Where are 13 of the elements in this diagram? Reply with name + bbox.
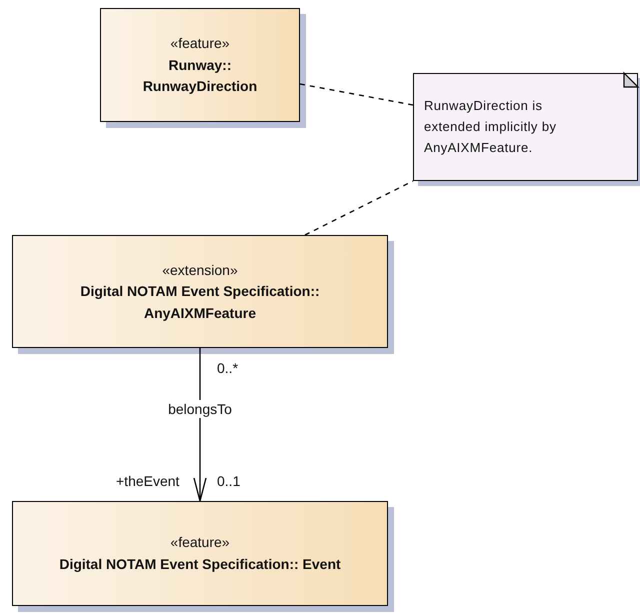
stereotype-label: «feature» xyxy=(170,533,230,552)
stereotype-label: «extension» xyxy=(162,260,238,280)
note-text: RunwayDirection is extended implicitly by AnyAIXMFeature. xyxy=(424,97,558,157)
class-name: Digital NOTAM Event Specification:: Event xyxy=(59,554,341,574)
multiplicity-label: +theEvent xyxy=(116,472,180,490)
association-arrow xyxy=(193,348,207,502)
class-name: Digital NOTAM Event Specification:: AnyAIXMFeature xyxy=(79,282,321,323)
class-name: Runway:: RunwayDirection xyxy=(142,56,258,96)
note-link xyxy=(300,83,414,106)
multiplicity-label: 0..* xyxy=(217,359,238,377)
multiplicity-label: 0..1 xyxy=(217,472,240,490)
stereotype-label: «feature» xyxy=(170,34,230,54)
note-link xyxy=(304,180,414,236)
